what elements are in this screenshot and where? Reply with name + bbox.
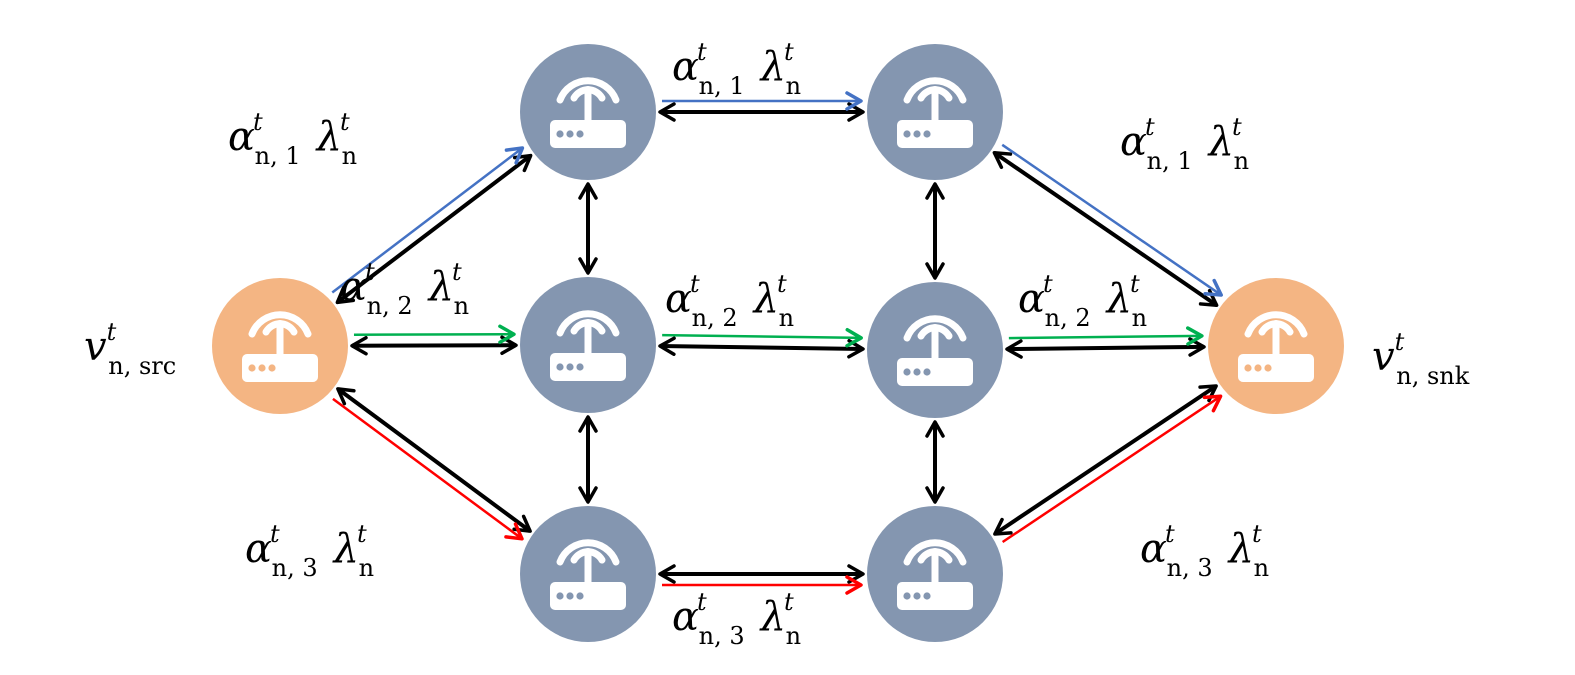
path-3-arrow-b3-snk <box>1001 394 1223 544</box>
path-2-arrow-b2-snk <box>1008 326 1204 346</box>
node-src <box>212 278 348 414</box>
link-src-a1 <box>335 153 533 305</box>
path-1-arrow-b1-snk <box>1001 143 1223 297</box>
link-b3-snk <box>993 384 1218 536</box>
node-b3 <box>867 506 1003 642</box>
router-icon <box>242 311 318 382</box>
link-b1-snk <box>992 150 1219 308</box>
node-snk <box>1208 278 1344 414</box>
link-b2-snk <box>1005 337 1206 359</box>
router-icon <box>550 77 626 148</box>
router-icon <box>1238 311 1314 382</box>
router-icon <box>897 539 973 610</box>
path-3-arrow-src-a3 <box>332 397 524 541</box>
node-a1 <box>520 44 656 180</box>
node-a3 <box>520 506 656 642</box>
router-icon <box>550 539 626 610</box>
router-icon <box>897 315 973 386</box>
node-b1 <box>867 44 1003 180</box>
link-src-a2 <box>350 335 518 356</box>
nodes-layer <box>212 44 1344 642</box>
router-icon <box>550 310 626 381</box>
path-1-arrow-src-a1 <box>331 146 525 294</box>
path-2-arrow-a2-b2 <box>662 327 863 348</box>
link-a2-b2 <box>658 336 865 359</box>
node-a2 <box>520 277 656 413</box>
router-icon <box>897 77 973 148</box>
path-2-arrow-src-a2 <box>353 324 516 345</box>
link-src-a3 <box>336 387 532 533</box>
links-layer <box>335 102 1219 584</box>
node-b2 <box>867 282 1003 418</box>
paths-layer <box>331 91 1223 595</box>
